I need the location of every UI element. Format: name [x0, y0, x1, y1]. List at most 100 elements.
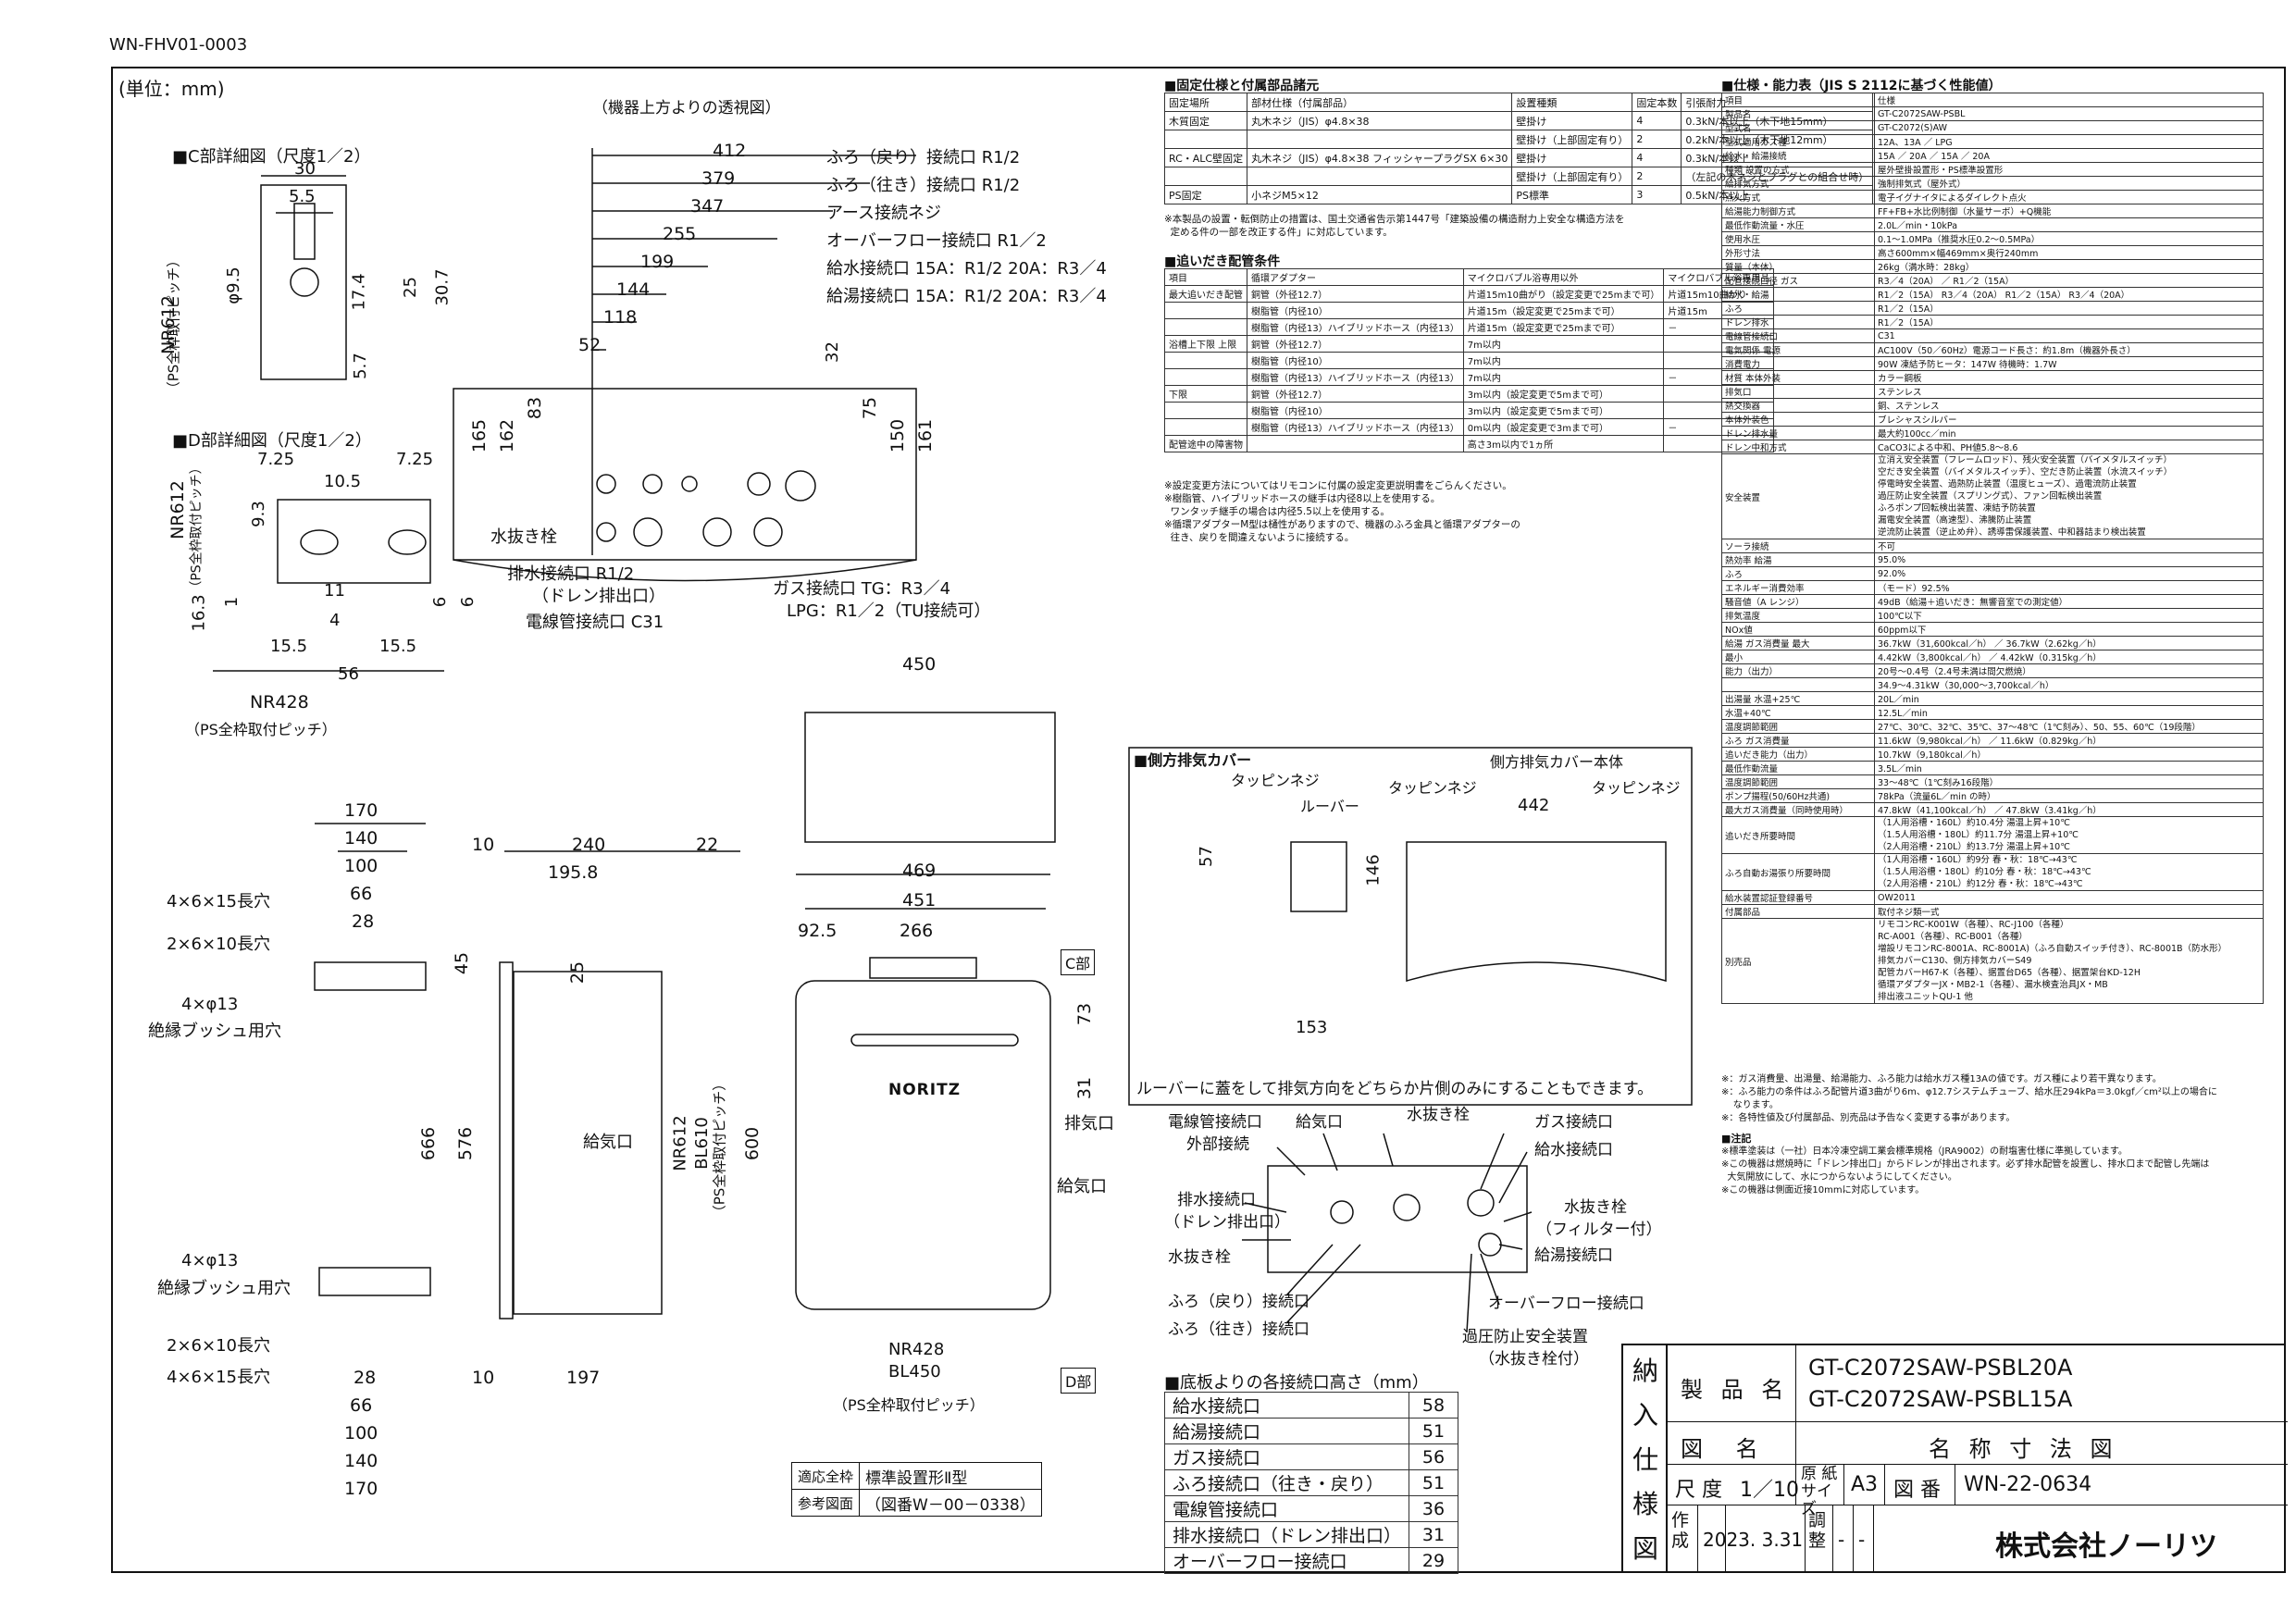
oidaki-table-cell: 3m以内（設定変更で5mまで可） — [1462, 402, 1665, 419]
spec-table-cell: 最大ガス消費量（同時使用時） — [1721, 802, 1875, 817]
spec-table-cell: 給水装置認証登録番号 — [1721, 890, 1875, 905]
oidaki-table-row: 樹脂管（内径10）7m以内 — [1164, 352, 1775, 369]
bracket-bot-bushing: 絶縁ブッシュ用穴 — [157, 1279, 291, 1298]
tv-dim-379: 379 — [701, 168, 736, 189]
tb-drawing-label: 図 名 — [1681, 1436, 1771, 1462]
spec-table-cell: ふろ — [1721, 301, 1875, 316]
label-drain1: 排水接続口 R1/2 — [507, 564, 635, 584]
bv-label-drain-top: 水抜き栓 — [1407, 1106, 1470, 1124]
height-table-cell: 29 — [1409, 1547, 1458, 1574]
spec-table-cell: 外形寸法 — [1721, 245, 1875, 260]
label-gas1: ガス接続口 TG：R3／4 — [773, 579, 951, 599]
fix-head: 部材仕様（付属部品） — [1247, 93, 1513, 112]
spec-table-cell: 90W 凍結予防ヒータ：147W 待機時：1.7W — [1874, 356, 2264, 371]
spec-table-cell — [1721, 677, 1875, 692]
spec-table-cell: ふろ ガス消費量 — [1721, 733, 1875, 748]
spec-table-cell: 型式適用ガス種 — [1721, 134, 1875, 149]
spec-table-row: 安全装置立消え安全装置（フレームロッド）、残火安全装置（バイメタルスイッチ） 空… — [1721, 453, 2264, 539]
spec-table-cell: 電子イグナイタによるダイレクト点火 — [1874, 190, 2264, 204]
spec-table-row: 給排気方式強制排気式（屋外式） — [1721, 176, 2264, 191]
spec-table-cell: 27℃、30℃、32℃、35℃、37～48℃（1℃刻み）、50、55、60℃（1… — [1874, 719, 2264, 734]
side-dim-666: 666 — [418, 1126, 440, 1161]
spec-table-cell: 立消え安全装置（フレームロッド）、残火安全装置（バイメタルスイッチ） 空だき安全… — [1874, 453, 2264, 539]
spec-table-row: 質量（本体）26kg（満水時：28kg） — [1721, 259, 2264, 274]
power-port — [753, 517, 783, 547]
tb-product1: GT-C2072SAW-PSBL20A — [1808, 1355, 2073, 1381]
fix-table-cell: RC・ALC壁固定 — [1163, 148, 1248, 167]
fix-table-cell — [1247, 167, 1513, 186]
side-dim-45: 45 — [452, 951, 473, 975]
caution-text: ※標準塗装は（一社）日本冷凍空調工業会標準規格（JRA9002）の耐塩害仕様に準… — [1721, 1146, 2210, 1196]
spec-table-cell: 2.0L／min・10kPa — [1874, 217, 2264, 232]
tb-scale-label: 尺 度 — [1675, 1479, 1722, 1502]
d-dim-56: 56 — [338, 664, 359, 684]
spec-table-cell: 34.9～4.31kW（30,000～3,700kcal／h） — [1874, 677, 2264, 692]
top-view-caption: （機器上方よりの透視図） — [592, 99, 781, 118]
side-cover-body-view — [1406, 841, 1667, 982]
fix-table-cell: 壁掛け — [1511, 148, 1633, 167]
d-dim-15-5a: 15.5 — [270, 637, 308, 656]
bv-gas — [1330, 1200, 1354, 1224]
fix-table-cell: PS標準 — [1511, 185, 1633, 204]
spec-table-cell: R1／2（15A） — [1874, 301, 2264, 316]
drain-plug-port — [596, 522, 616, 542]
ref-table-cell: （図番W－00－0338） — [859, 1489, 1042, 1517]
tb-adj2: - — [1858, 1529, 1866, 1551]
tb-line — [1666, 1464, 2288, 1465]
spec-table-cell: 付属部品 — [1721, 904, 1875, 919]
side-cover-title: ■側方排気カバー — [1134, 751, 1252, 769]
height-table-cell: 51 — [1409, 1469, 1458, 1496]
bracket-dim-140: 140 — [344, 828, 379, 849]
oidaki-table-row: 樹脂管（内径13）ハイブリッドホース（内径13）片道15m（設定変更で25mまで… — [1164, 318, 1775, 336]
spec-table-row: ふろ自動お湯張り所要時間（1人用浴槽・160L）約9分 春・秋：18℃→43℃ … — [1721, 853, 2264, 891]
tb-drawing-name: 名 称 寸 法 図 — [1929, 1436, 2118, 1462]
spec-table-cell: 騒音値（A レンジ） — [1721, 594, 1875, 609]
d-dim-10-5: 10.5 — [324, 472, 362, 491]
c-detail-dim-phi: φ9.5 — [223, 266, 243, 304]
height-table-cell: 電線管接続口 — [1163, 1495, 1410, 1522]
sc-dim-153: 153 — [1296, 1018, 1328, 1037]
spec-table-cell: 92.0% — [1874, 566, 2264, 581]
oidaki-table-cell: 銅管（外径12.7） — [1247, 285, 1464, 303]
bv-label-overflow: オーバーフロー接続口 — [1488, 1295, 1644, 1313]
front-dim-450: 450 — [902, 654, 937, 675]
tb-vertical-char: 入 — [1632, 1400, 1659, 1431]
tb-vline-adj2 — [1853, 1505, 1854, 1573]
tb-vertical-col: 納 入 仕 様 図 — [1623, 1345, 1668, 1573]
fix-table-cell: 壁掛け — [1511, 111, 1633, 130]
oi-head: マイクロバブル浴専用以外 — [1462, 268, 1665, 286]
bracket-bot-holes3: 4×φ13 — [181, 1251, 239, 1270]
sc-louver: ルーバー — [1300, 798, 1359, 815]
spec-table-cell: 安全装置 — [1721, 453, 1875, 539]
oi-head: 項目 — [1164, 268, 1247, 286]
spec-table-cell: 60ppm以下 — [1874, 622, 2264, 637]
spec-table-cell: ブレシャスシルバー — [1874, 412, 2264, 427]
tv-dim-150: 150 — [887, 418, 909, 453]
c-detail-dim-25: 25 — [400, 277, 420, 298]
tv-dim-412: 412 — [713, 141, 747, 161]
spec-table-cell: 給湯 ガス消費量 最大 — [1721, 636, 1875, 650]
spec-table-cell: R3／4（20A） ／ R1／2（15A） — [1874, 273, 2264, 288]
label-water-in: 給水接続口 15A：R1/2 20A：R3／4 — [826, 259, 1107, 279]
tv-dim-162: 162 — [497, 418, 518, 453]
side-intake: 給気口 — [583, 1133, 633, 1152]
bracket-dim-100: 100 — [344, 856, 379, 876]
d-nr428: NR428 — [250, 692, 309, 712]
bv-drain — [1478, 1233, 1502, 1257]
front-dim-451: 451 — [902, 890, 937, 911]
spec-table-row: 項目仕様 — [1721, 93, 2264, 107]
tb-line — [1666, 1421, 2288, 1422]
height-table-cell: 58 — [1409, 1392, 1458, 1419]
